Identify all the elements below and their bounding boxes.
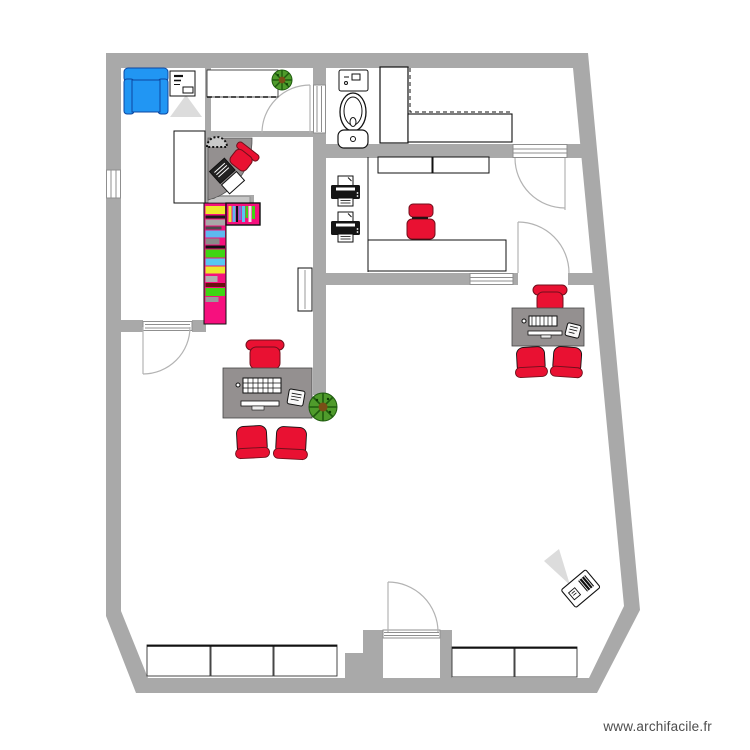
door-corridor-upper[interactable] bbox=[514, 157, 566, 210]
workstation-left bbox=[222, 339, 313, 461]
office-chair[interactable] bbox=[245, 339, 285, 370]
wall[interactable] bbox=[192, 320, 206, 332]
printer-icon[interactable] bbox=[331, 211, 360, 243]
door-corridor-lower[interactable] bbox=[517, 221, 570, 274]
desk-lamp-icon[interactable] bbox=[205, 136, 229, 148]
plant-icon[interactable] bbox=[271, 69, 293, 91]
computer-icon[interactable] bbox=[208, 157, 246, 195]
wall[interactable] bbox=[313, 273, 470, 285]
counter-top-left[interactable] bbox=[206, 69, 279, 98]
plant-icon[interactable] bbox=[308, 392, 338, 422]
storage-cabinet[interactable] bbox=[146, 644, 211, 677]
radiator[interactable] bbox=[297, 267, 313, 312]
counter[interactable] bbox=[432, 156, 490, 174]
wall[interactable] bbox=[313, 68, 326, 85]
counter[interactable] bbox=[367, 239, 507, 272]
mouse-icon bbox=[521, 318, 527, 324]
wall[interactable] bbox=[313, 133, 326, 395]
wardrobe-left-room[interactable] bbox=[173, 130, 206, 204]
storage-cabinet[interactable] bbox=[210, 644, 274, 677]
windows bbox=[106, 84, 568, 639]
kitchen-counter[interactable] bbox=[407, 68, 513, 143]
visitor-chair[interactable] bbox=[234, 425, 271, 460]
storage-cabinets-right bbox=[451, 646, 578, 678]
storage-cabinet[interactable] bbox=[514, 646, 578, 678]
keyboard-icon bbox=[528, 315, 558, 327]
window-desk-nook-sill[interactable] bbox=[207, 196, 251, 204]
office-chair[interactable] bbox=[226, 141, 261, 175]
wall[interactable] bbox=[513, 273, 518, 285]
door-sill-entrance[interactable] bbox=[382, 629, 441, 639]
window-left-wall[interactable] bbox=[106, 169, 121, 199]
door-sill-top-room[interactable] bbox=[313, 84, 326, 134]
watermark: www.archifacile.fr bbox=[603, 719, 712, 734]
walls[interactable] bbox=[106, 53, 640, 693]
bookshelf-vertical[interactable] bbox=[203, 202, 227, 325]
monitor-bar-icon bbox=[240, 400, 280, 411]
wall[interactable] bbox=[345, 653, 363, 678]
wall[interactable] bbox=[568, 273, 602, 285]
wall[interactable] bbox=[205, 68, 211, 207]
counter[interactable] bbox=[377, 156, 433, 174]
stool[interactable] bbox=[406, 203, 436, 240]
storage-cabinet[interactable] bbox=[451, 646, 515, 678]
door-top-left-room[interactable] bbox=[261, 84, 311, 134]
window-middle-room-bottom[interactable] bbox=[469, 273, 514, 285]
wardrobe[interactable] bbox=[379, 66, 409, 144]
phone-icon bbox=[564, 322, 582, 339]
wall[interactable] bbox=[567, 144, 593, 158]
doors bbox=[142, 84, 570, 633]
wall[interactable] bbox=[363, 630, 383, 678]
door-sill-left-room[interactable] bbox=[142, 321, 193, 331]
storage-cabinets-left bbox=[146, 644, 338, 677]
bookshelf-horizontal[interactable] bbox=[225, 202, 261, 226]
wall[interactable] bbox=[210, 131, 326, 137]
wall[interactable] bbox=[326, 144, 513, 158]
window-corridor-top[interactable] bbox=[512, 144, 568, 158]
tv-icon bbox=[182, 86, 194, 94]
sofa[interactable] bbox=[123, 67, 169, 115]
visitor-chair[interactable] bbox=[272, 426, 309, 461]
door-left-room[interactable] bbox=[142, 326, 191, 375]
toilet[interactable] bbox=[337, 92, 369, 149]
visitor-chair[interactable] bbox=[514, 346, 548, 379]
storage-cabinet[interactable] bbox=[273, 644, 338, 677]
door-entrance[interactable] bbox=[387, 581, 439, 633]
projector-icon[interactable] bbox=[561, 569, 601, 608]
mouse-icon bbox=[235, 382, 241, 388]
tv-cabinet[interactable] bbox=[169, 70, 196, 97]
phone-icon bbox=[286, 388, 306, 407]
outer-wall[interactable] bbox=[106, 53, 640, 693]
monitor-bar-icon bbox=[527, 330, 563, 339]
visitor-chair[interactable] bbox=[549, 346, 584, 379]
sink[interactable] bbox=[338, 69, 369, 92]
wall[interactable] bbox=[440, 630, 452, 678]
workstation-right bbox=[511, 284, 585, 379]
printer-icon[interactable] bbox=[331, 175, 360, 207]
tv-beam bbox=[170, 95, 202, 117]
keyboard-icon bbox=[242, 377, 282, 394]
wall[interactable] bbox=[118, 320, 143, 332]
projector-beam bbox=[544, 549, 570, 585]
